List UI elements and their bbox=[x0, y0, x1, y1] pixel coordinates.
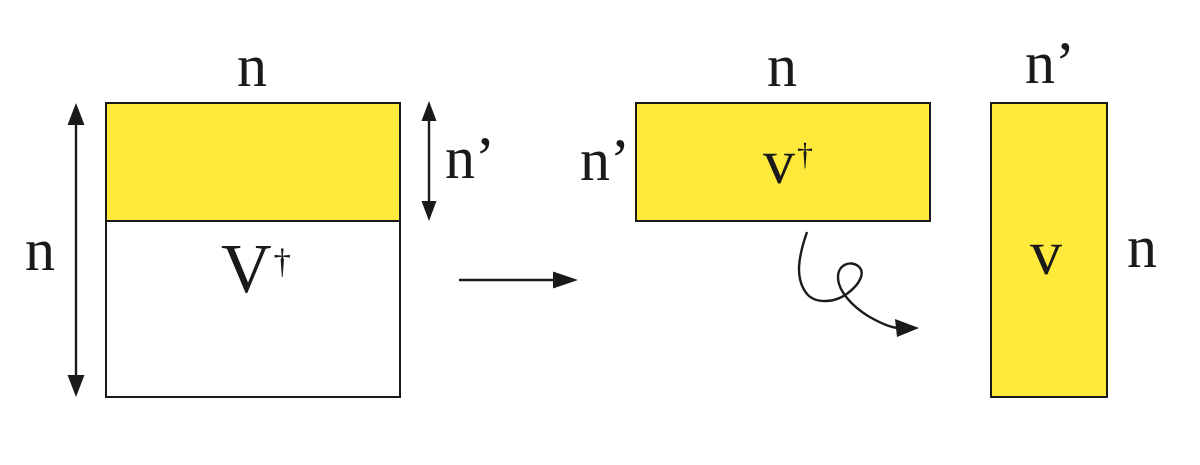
dagger-symbol: † bbox=[797, 136, 813, 173]
left-height-double-arrow-icon bbox=[67, 103, 85, 397]
left-matrix-height-label: n bbox=[25, 217, 55, 283]
right-matrix-label-base: v bbox=[1030, 217, 1062, 288]
right-matrix bbox=[990, 102, 1108, 398]
left-matrix-highlight-band bbox=[107, 104, 399, 222]
middle-matrix-label-base: v bbox=[763, 126, 795, 197]
right-matrix-width-label: n’ bbox=[1025, 30, 1075, 96]
middle-matrix-height-label: n’ bbox=[580, 127, 630, 193]
dagger-symbol: † bbox=[273, 241, 292, 281]
middle-matrix-label: v† bbox=[763, 130, 813, 194]
transform-arrow-icon bbox=[459, 271, 578, 289]
left-matrix-width-label: n bbox=[237, 33, 267, 99]
left-matrix-band-height-label: n’ bbox=[445, 125, 495, 191]
middle-matrix-width-label: n bbox=[767, 33, 797, 99]
right-matrix-height-label: n bbox=[1127, 214, 1157, 280]
left-matrix bbox=[105, 102, 401, 398]
right-matrix-label: v bbox=[1030, 221, 1062, 285]
curly-extract-arrow-icon bbox=[797, 231, 919, 337]
middle-matrix bbox=[635, 102, 931, 222]
band-height-double-arrow-icon bbox=[421, 101, 437, 221]
left-matrix-label-base: V bbox=[220, 231, 272, 308]
left-matrix-label: V† bbox=[221, 235, 291, 305]
